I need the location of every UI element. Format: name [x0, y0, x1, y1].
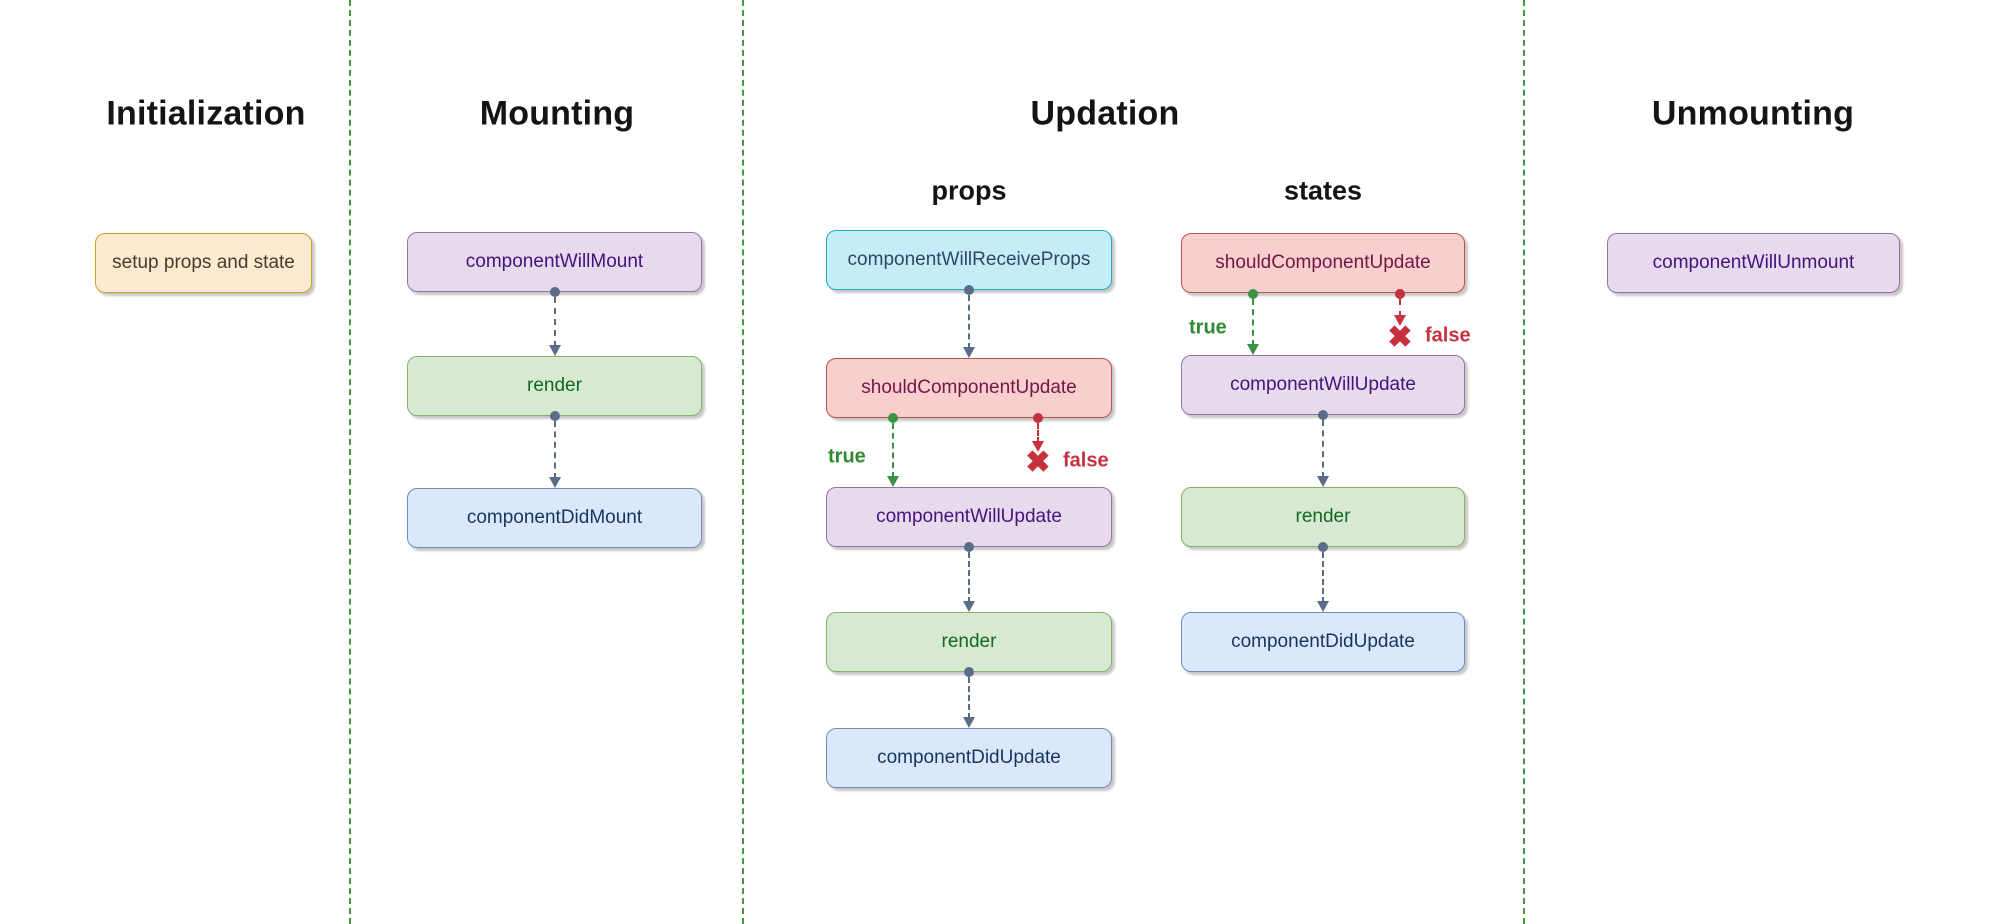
arrow-start-dot: [888, 413, 898, 423]
section-title-updation: Updation: [1030, 94, 1180, 133]
arrowhead-icon: [887, 476, 899, 487]
arrow-dashed-line: [1399, 299, 1401, 317]
arrow-dashed-line: [1252, 299, 1254, 346]
cross-icon: ✖: [1387, 321, 1413, 354]
arrowhead-icon: [963, 717, 975, 728]
arrowhead-icon: [1394, 315, 1406, 326]
arrow-start-dot: [550, 287, 560, 297]
arrow-start-dot: [1318, 542, 1328, 552]
node-should-component-update-props: shouldComponentUpdate: [826, 358, 1112, 418]
node-component-will-update-props: componentWillUpdate: [826, 487, 1112, 547]
arrowhead-icon: [1247, 344, 1259, 355]
label-true-states: true: [1189, 316, 1227, 339]
arrow-start-dot: [1033, 413, 1043, 423]
arrow-dashed-line: [1322, 420, 1324, 478]
section-divider-1: [349, 0, 351, 924]
arrow-start-dot: [550, 411, 560, 421]
arrow-start-dot: [964, 667, 974, 677]
column-header-props: props: [931, 175, 1007, 206]
arrow-start-dot: [1318, 410, 1328, 420]
arrowhead-icon: [1032, 441, 1044, 452]
arrowhead-icon: [1317, 476, 1329, 487]
section-divider-3: [1523, 0, 1525, 924]
node-component-did-mount: componentDidMount: [407, 488, 702, 548]
label-true-props: true: [828, 445, 866, 468]
arrow-dashed-line: [554, 297, 556, 347]
section-title-unmounting: Unmounting: [1651, 94, 1855, 133]
cross-icon: ✖: [1025, 446, 1051, 479]
arrow-dashed-line: [968, 677, 970, 719]
node-should-component-update-states: shouldComponentUpdate: [1181, 233, 1465, 293]
arrowhead-icon: [549, 477, 561, 488]
node-component-did-update-states: componentDidUpdate: [1181, 612, 1465, 672]
arrow-start-dot: [1395, 289, 1405, 299]
arrow-dashed-line: [554, 421, 556, 479]
arrowhead-icon: [1317, 601, 1329, 612]
section-title-mounting: Mounting: [479, 94, 635, 133]
column-header-states: states: [1283, 175, 1363, 206]
node-component-will-unmount: componentWillUnmount: [1607, 233, 1900, 293]
arrow-dashed-line: [1037, 423, 1039, 443]
node-render-mounting: render: [407, 356, 702, 416]
arrowhead-icon: [549, 345, 561, 356]
section-title-initialization: Initialization: [106, 94, 306, 133]
label-false-props: false: [1063, 449, 1109, 472]
node-component-will-update-states: componentWillUpdate: [1181, 355, 1465, 415]
node-component-will-receive-props: componentWillReceiveProps: [826, 230, 1112, 290]
node-render-props: render: [826, 612, 1112, 672]
arrowhead-icon: [963, 601, 975, 612]
arrow-dashed-line: [892, 423, 894, 478]
section-divider-2: [742, 0, 744, 924]
node-component-did-update-props: componentDidUpdate: [826, 728, 1112, 788]
arrow-start-dot: [964, 285, 974, 295]
arrowhead-icon: [963, 347, 975, 358]
arrow-dashed-line: [1322, 552, 1324, 603]
arrow-dashed-line: [968, 295, 970, 349]
label-false-states: false: [1425, 324, 1471, 347]
arrow-dashed-line: [968, 552, 970, 603]
arrow-start-dot: [964, 542, 974, 552]
arrow-start-dot: [1248, 289, 1258, 299]
node-render-states: render: [1181, 487, 1465, 547]
node-component-will-mount: componentWillMount: [407, 232, 702, 292]
node-setup-props-and-state: setup props and state: [95, 233, 312, 293]
